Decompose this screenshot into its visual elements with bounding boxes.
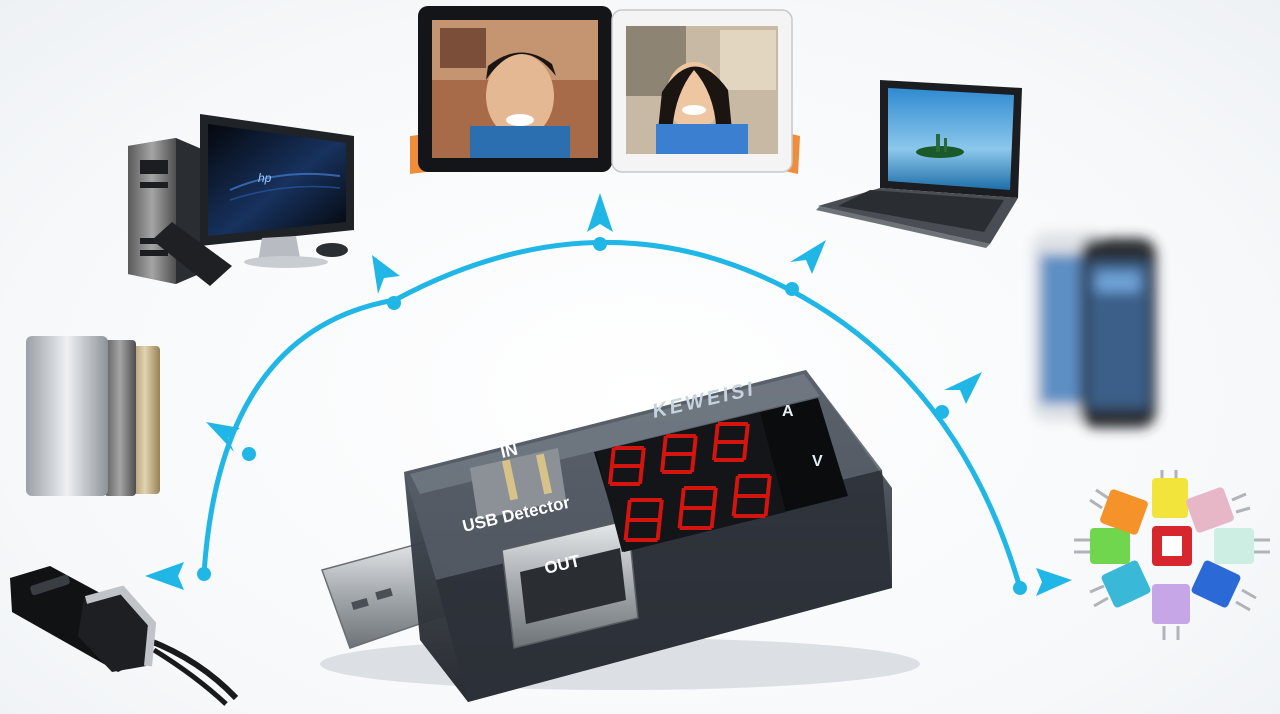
- arrow-left-icon: [206, 422, 240, 452]
- arrow-left-icon: [145, 562, 184, 590]
- wall-chargers-image: [1074, 470, 1270, 640]
- svg-text:hp: hp: [258, 171, 272, 185]
- connection-arc: [197, 237, 1027, 595]
- desktop-computer-image: hp: [128, 114, 354, 286]
- voltage-display-digits: [623, 474, 772, 542]
- laptop-image: [816, 80, 1022, 248]
- voltage-unit-label: V: [812, 453, 823, 470]
- tablet-2-image: [611, 9, 800, 174]
- smartphone-image: [1032, 232, 1156, 428]
- arrow-up-icon: [587, 193, 613, 232]
- usb-detector-device: KEWEISI A V IN USB Detector OUT: [320, 370, 920, 702]
- arrow-up-right-icon: [790, 240, 826, 274]
- tablet-1-image: [410, 6, 612, 174]
- arrow-right-icon: [944, 372, 982, 404]
- power-banks-image: [26, 336, 160, 496]
- arrow-right-icon: [1036, 568, 1072, 596]
- current-unit-label: A: [782, 403, 794, 420]
- current-display-digits: [608, 422, 750, 486]
- arc-arrow-icons: [145, 193, 1072, 596]
- arrow-up-left-icon: [372, 255, 400, 294]
- port-in-label: IN: [499, 440, 520, 462]
- car-charger-image: [10, 566, 239, 706]
